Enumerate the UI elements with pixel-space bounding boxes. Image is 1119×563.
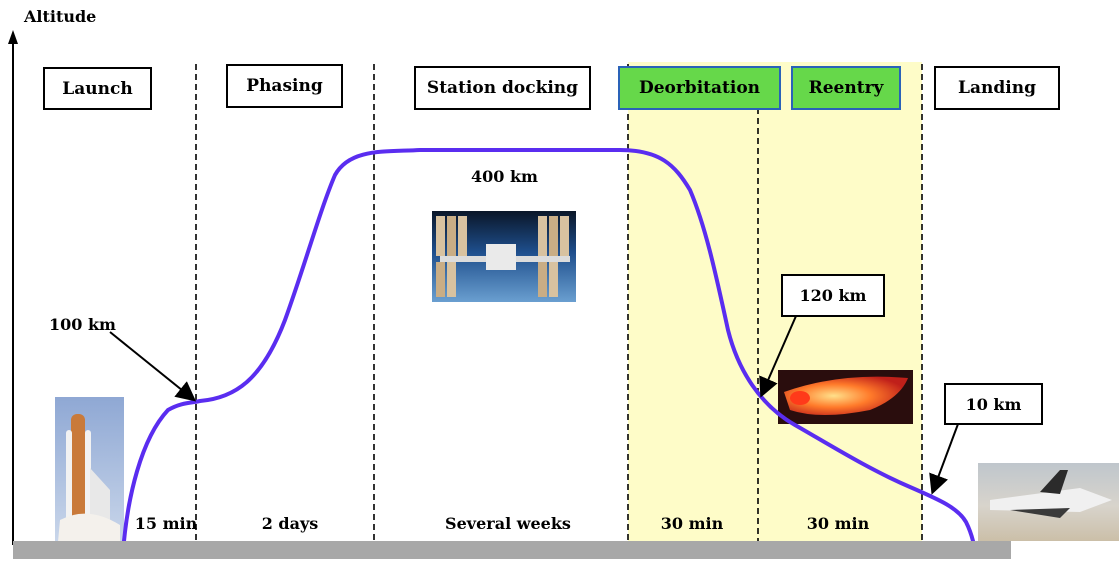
- label-box-120km: 120 km: [781, 274, 885, 317]
- phase-box-launch: Launch: [43, 67, 152, 110]
- ground-bar: [13, 541, 1011, 559]
- duration-reentry: 30 min: [806, 514, 870, 533]
- trajectory-curve: [122, 148, 975, 543]
- arrow-100km: [109, 331, 197, 402]
- space-station-photo: [432, 211, 576, 302]
- reentry-plasma-photo: [778, 370, 913, 424]
- altitude-axis-label: Altitude: [24, 7, 97, 26]
- phase-box-landing: Landing: [934, 66, 1060, 110]
- duration-docking: Several weeks: [445, 514, 571, 533]
- label-100km: 100 km: [49, 315, 116, 334]
- altitude-axis-arrowhead: [8, 30, 18, 44]
- duration-launch: 15 min: [134, 514, 198, 533]
- phase-box-phasing: Phasing: [226, 64, 343, 108]
- label-box-10km: 10 km: [944, 383, 1043, 425]
- phase-box-reentry: Reentry: [791, 66, 901, 110]
- phase-box-station-docking: Station docking: [414, 66, 591, 110]
- arrow-120km: [759, 315, 797, 398]
- shuttle-launch-photo: [55, 397, 124, 542]
- arrow-10km: [929, 423, 959, 495]
- duration-phasing: 2 days: [261, 514, 319, 533]
- shuttle-landing-photo: [978, 463, 1119, 541]
- duration-deorbitation: 30 min: [660, 514, 724, 533]
- phase-box-deorbitation: Deorbitation: [618, 66, 781, 110]
- phase-separators: [195, 64, 923, 544]
- label-400km: 400 km: [471, 167, 538, 186]
